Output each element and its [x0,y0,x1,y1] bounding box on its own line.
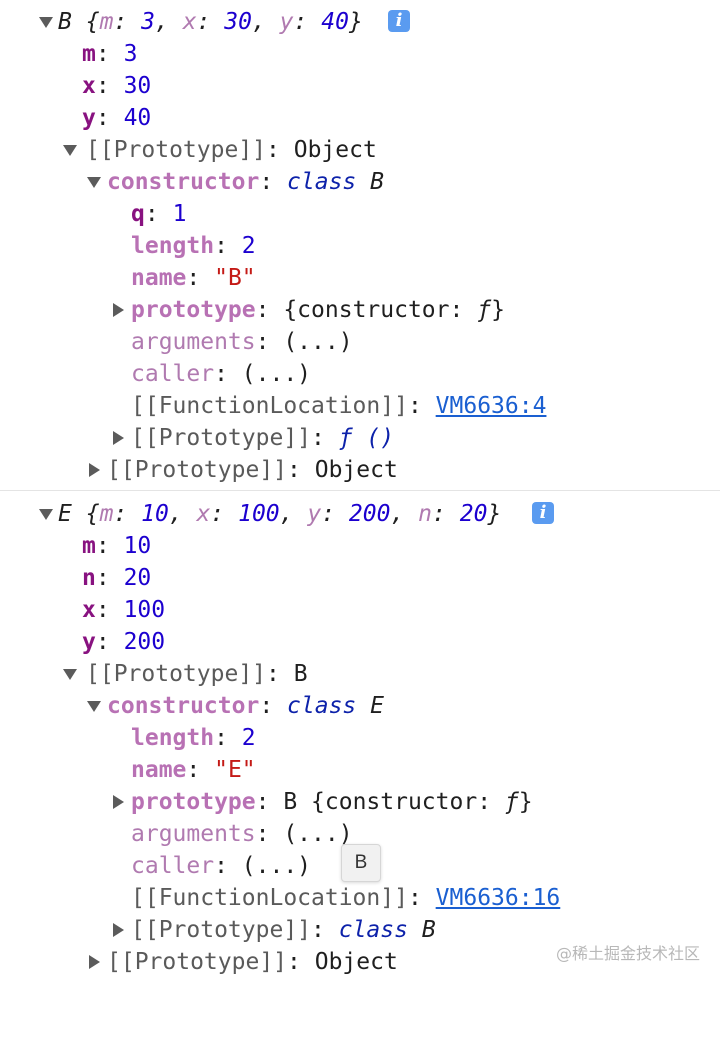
expand-triangle-icon[interactable] [86,946,102,978]
property-row: y: 200 [82,629,166,655]
expand-triangle-icon[interactable] [38,498,54,530]
console-divider [0,490,720,491]
source-link[interactable]: VM6636:4 [435,393,547,419]
property-row: m: 3 [82,41,138,67]
property-row: name: "E" [131,757,256,783]
prototype-row[interactable]: [[Prototype]]: ƒ () [0,422,720,454]
property-row: length: 2 [131,725,256,751]
hover-tooltip: B [341,844,381,882]
accessor-row[interactable]: caller: (...) [131,853,312,879]
prototype-row[interactable]: [[Prototype]]: Object [0,946,720,978]
expand-triangle-icon[interactable] [86,690,102,722]
accessor-row[interactable]: arguments: (...) [131,821,353,847]
object-e-summary-row[interactable]: E {m: 10, x: 100, y: 200, n: 20} i [0,498,720,530]
expand-triangle-icon[interactable] [38,6,54,38]
info-icon[interactable]: i [532,502,554,524]
object-b-summary-row[interactable]: B {m: 3, x: 30, y: 40} i [0,6,720,38]
property-row: length: 2 [131,233,256,259]
expand-triangle-icon[interactable] [86,166,102,198]
expand-triangle-icon[interactable] [110,422,126,454]
property-row: x: 100 [82,597,166,623]
property-row: n: 20 [82,565,152,591]
constructor-row[interactable]: constructor: class E [0,690,720,722]
info-icon[interactable]: i [388,10,410,32]
accessor-row[interactable]: caller: (...) [131,361,312,387]
property-row: q: 1 [131,201,187,227]
function-location-row: [[FunctionLocation]]: VM6636:4 [131,393,547,419]
property-row: x: 30 [82,73,152,99]
object-e-summary: E {m: 10, x: 100, y: 200, n: 20} [58,501,502,527]
expand-triangle-icon[interactable] [86,454,102,486]
prototype-property-row[interactable]: prototype: {constructor: ƒ} [0,294,720,326]
property-row: y: 40 [82,105,152,131]
accessor-row[interactable]: arguments: (...) [131,329,353,355]
constructor-row[interactable]: constructor: class B [0,166,720,198]
expand-triangle-icon[interactable] [110,914,126,946]
expand-triangle-icon[interactable] [62,658,78,690]
prototype-row[interactable]: [[Prototype]]: class B [0,914,720,946]
prototype-row[interactable]: [[Prototype]]: Object [0,454,720,486]
prototype-row[interactable]: [[Prototype]]: Object [0,134,720,166]
source-link[interactable]: VM6636:16 [435,885,561,911]
watermark: @稀土掘金技术社区 [555,944,700,963]
prototype-property-row[interactable]: prototype: B {constructor: ƒ} [0,786,720,818]
property-row: name: "B" [131,265,256,291]
object-b-summary: B {m: 3, x: 30, y: 40} [58,9,363,35]
expand-triangle-icon[interactable] [62,134,78,166]
expand-triangle-icon[interactable] [110,786,126,818]
property-row: m: 10 [82,533,152,559]
function-location-row: [[FunctionLocation]]: VM6636:16 [131,885,561,911]
expand-triangle-icon[interactable] [110,294,126,326]
prototype-row[interactable]: [[Prototype]]: B [0,658,720,690]
